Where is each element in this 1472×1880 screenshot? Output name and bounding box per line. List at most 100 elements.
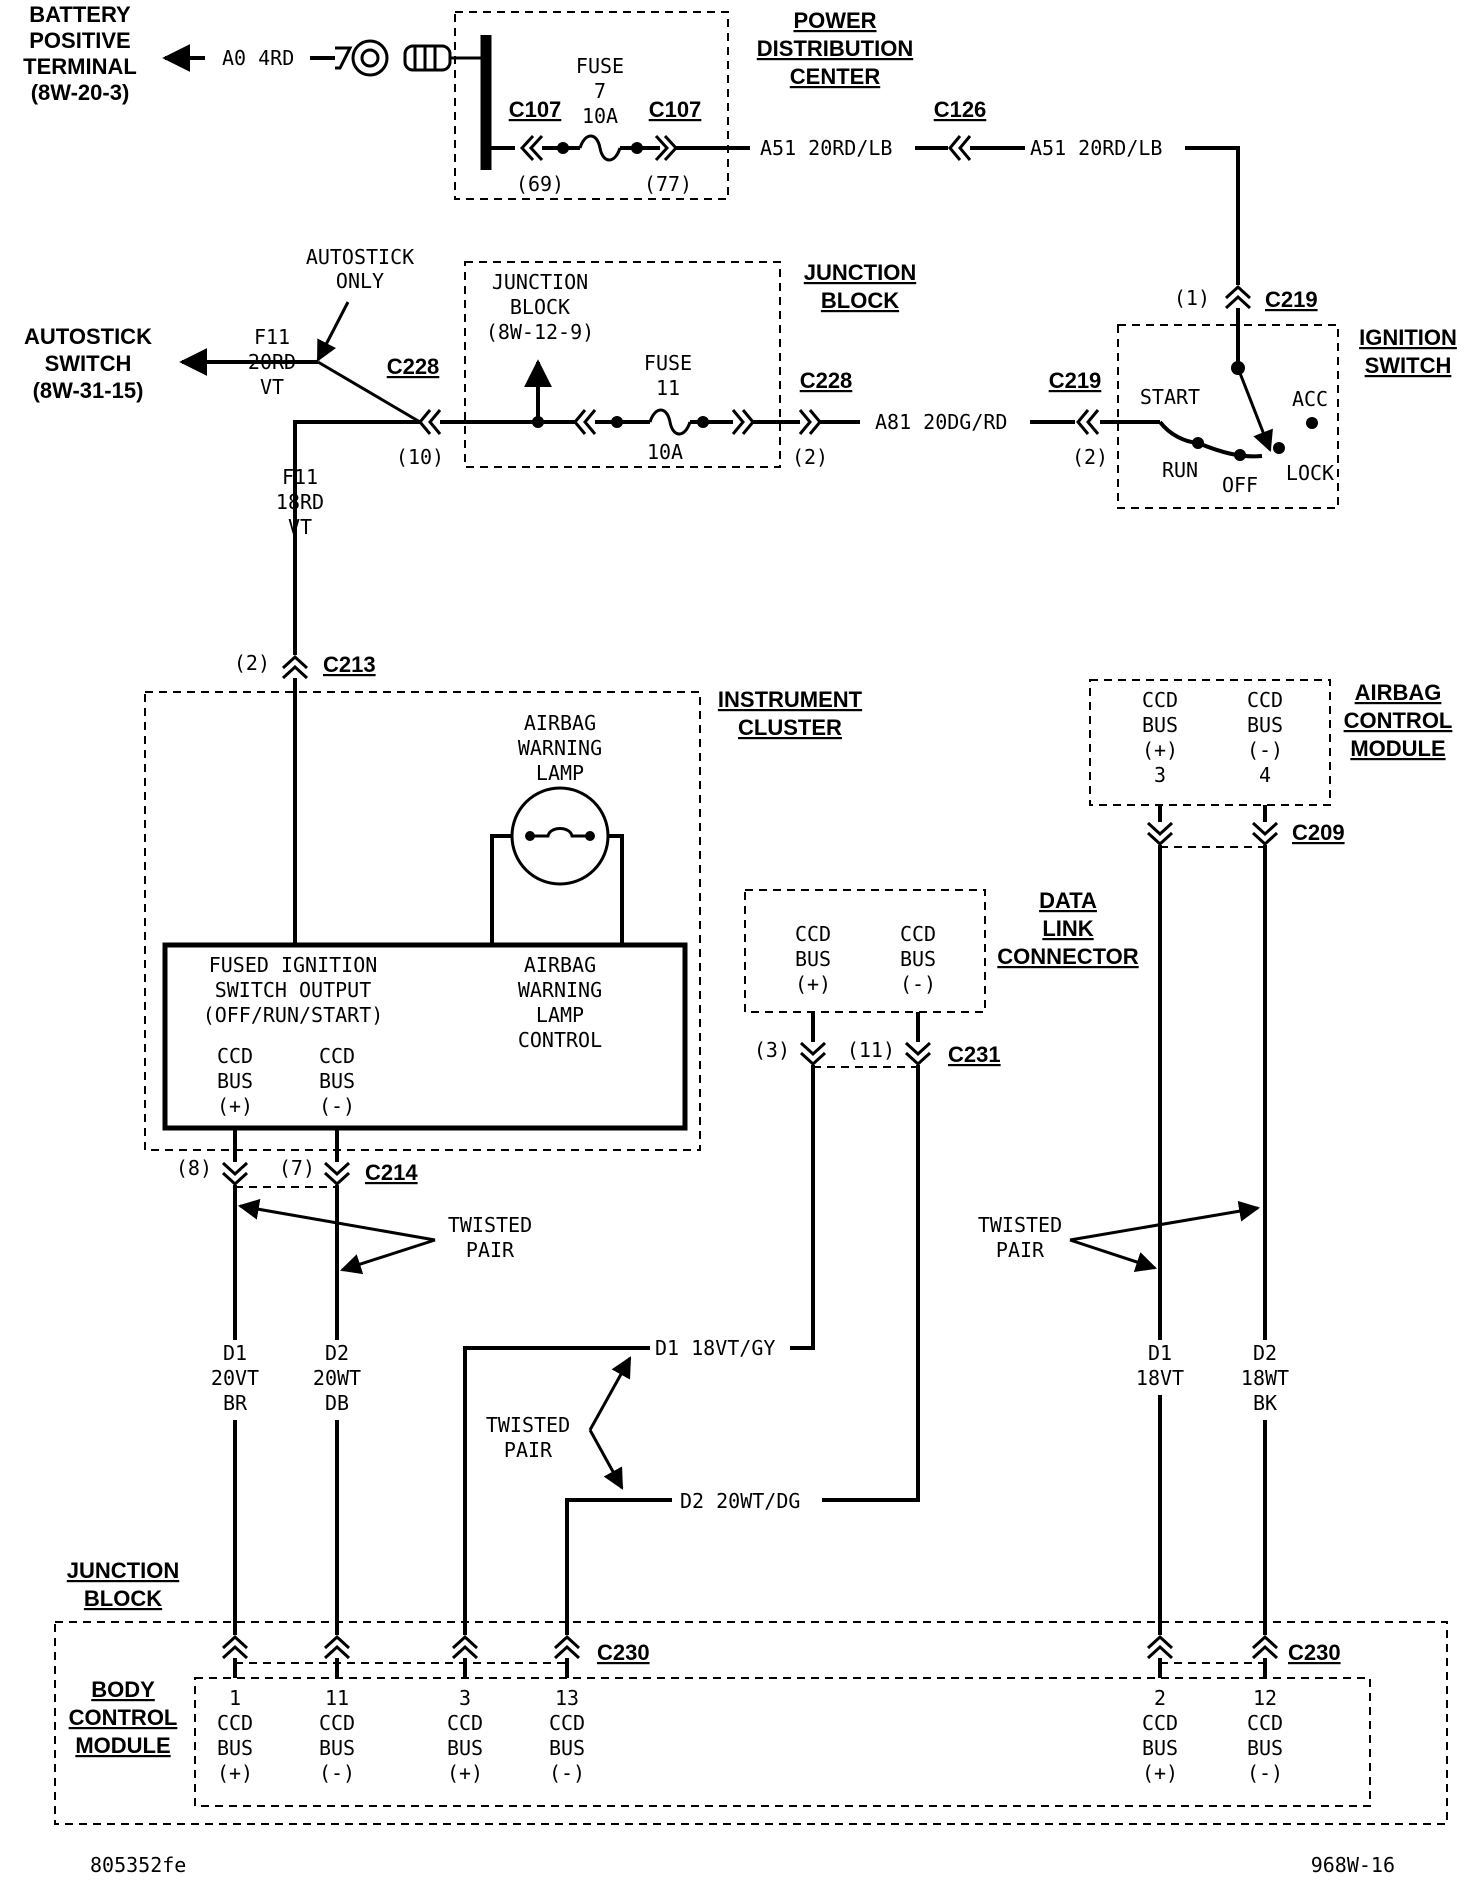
jb-top-title-2: BLOCK <box>821 288 899 313</box>
tp-mid-2: PAIR <box>504 1438 553 1462</box>
ignition-title-2: SWITCH <box>1365 353 1452 378</box>
ignition-switch: (1) C219 IGNITION SWITCH START ACC RUN O… <box>1049 284 1457 509</box>
autostick-title-1: AUTOSTICK <box>24 324 152 349</box>
pdc-pin-left: (69) <box>516 172 564 196</box>
jb-top-title-1: JUNCTION <box>804 260 916 285</box>
c230-left-label: C230 <box>597 1640 650 1665</box>
connector-c230-pin13-icon <box>553 1634 581 1678</box>
tp-right-1: TWISTED <box>978 1213 1062 1237</box>
connector-junction-left-icon <box>573 409 597 435</box>
fuse11-node-left <box>611 416 623 428</box>
instrument-cluster-boundary <box>144 691 701 1151</box>
c228-left-pin: (10) <box>396 445 444 469</box>
ring-terminal-icon <box>335 39 389 77</box>
pdc-boundary <box>454 11 729 200</box>
tp-left-2: PAIR <box>466 1238 515 1262</box>
c228-right-label: C228 <box>800 368 853 393</box>
bcm-pin-line: BUS <box>319 1736 355 1760</box>
c126-connector-group: A51 20RD/LB C126 A51 20RD/LB <box>760 97 1240 285</box>
c219-left-label: C219 <box>1049 368 1102 393</box>
f11-down-1: F11 <box>282 465 318 489</box>
c214-connector: (8) (7) C214 <box>176 1128 418 1188</box>
footer-right-code: 968W-16 <box>1311 1853 1395 1877</box>
ign-contact-run <box>1192 437 1204 449</box>
battery-title-3: TERMINAL <box>23 54 137 79</box>
bcm-pin-line: CCD <box>549 1711 585 1735</box>
autostick-branch: AUTOSTICK ONLY AUTOSTICK SWITCH (8W-31-1… <box>24 245 421 655</box>
bcm-pin-num: 13 <box>555 1686 579 1710</box>
lamp-ctrl-3: LAMP <box>536 1003 584 1027</box>
acm-title-2: CONTROL <box>1344 708 1453 733</box>
bcm-pin-1: 1 CCD BUS (+) <box>217 1686 253 1785</box>
dlc-bus-pos-3: (+) <box>795 972 831 996</box>
bcm-pin-11: 11 CCD BUS (-) <box>319 1686 355 1785</box>
ign-pos-start: START <box>1140 385 1200 409</box>
jb-bottom-title-1: JUNCTION <box>67 1558 179 1583</box>
bcm-pin-line: CCD <box>1247 1711 1283 1735</box>
d2-mid-wire <box>565 1498 672 1635</box>
jb-top-inner-1: JUNCTION <box>492 270 588 294</box>
fuse11-icon <box>648 408 692 436</box>
autostick-note-pointer <box>316 301 350 362</box>
ign-pos-run: RUN <box>1162 458 1198 482</box>
bcm-pin-12: 12 CCD BUS (-) <box>1247 1686 1283 1785</box>
bcm-pin-line: (-) <box>319 1761 355 1785</box>
connector-c214-a-icon <box>221 1161 249 1187</box>
acm-d2-label-2: 18WT <box>1241 1366 1289 1390</box>
d2-left-label-3: DB <box>325 1391 349 1415</box>
c231-pin-a: (3) <box>754 1038 790 1062</box>
cluster-bus-pos-3: (+) <box>217 1094 253 1118</box>
junction-block-top-boundary <box>464 261 781 468</box>
bcm-pin-line: BUS <box>1247 1736 1283 1760</box>
acm-title-3: MODULE <box>1350 736 1445 761</box>
cluster-bus-neg-2: BUS <box>319 1069 355 1093</box>
autostick-wire-3: VT <box>260 375 284 399</box>
jb-bottom-title-2: BLOCK <box>84 1586 162 1611</box>
d1-left-label-1: D1 <box>223 1341 247 1365</box>
ign-pos-off: OFF <box>1222 473 1258 497</box>
c219-top-label: C219 <box>1265 287 1318 312</box>
bcm-pin-line: (+) <box>447 1761 483 1785</box>
cluster-bus-pos-1: CCD <box>217 1044 253 1068</box>
twisted-pair-right: TWISTED PAIR <box>978 1200 1261 1273</box>
bcm-pin-line: (-) <box>1247 1761 1283 1785</box>
connector-c107-left-icon <box>519 134 544 162</box>
c219-left-pin: (2) <box>1072 445 1108 469</box>
tp-mid-1: TWISTED <box>486 1413 570 1437</box>
c231-label: C231 <box>948 1042 1001 1067</box>
tp-left-1: TWISTED <box>448 1213 532 1237</box>
connector-c230-pin11-icon <box>323 1634 351 1678</box>
dlc-d2-wire <box>822 1065 920 1502</box>
autostick-note-1: AUTOSTICK <box>306 245 414 269</box>
pdc-conn-left: C107 <box>509 97 562 122</box>
bcm-pin-2: 2 CCD BUS (+) <box>1142 1686 1178 1785</box>
pdc-conn-right: C107 <box>649 97 702 122</box>
connector-c209-b-icon <box>1251 821 1279 847</box>
c219-top-pin: (1) <box>1174 286 1210 310</box>
pdc-fuse-label: FUSE <box>576 54 624 78</box>
connector-c219-top-icon <box>1224 284 1252 310</box>
dlc-bus-neg-2: BUS <box>900 947 936 971</box>
acm-d1-label-2: 18VT <box>1136 1366 1184 1390</box>
dlc-title-3: CONNECTOR <box>997 944 1138 969</box>
bcm-pin-num: 2 <box>1154 1686 1166 1710</box>
dlc-d2-label: D2 20WT/DG <box>680 1489 800 1513</box>
connector-c231-b-icon <box>904 1041 932 1067</box>
acm-d1-label-1: D1 <box>1148 1341 1172 1365</box>
fuse11-node-right <box>697 416 709 428</box>
battery-wire-label: A0 4RD <box>222 46 294 70</box>
a51-wire-label-right: A51 20RD/LB <box>1030 136 1162 160</box>
c214-pin-a: (8) <box>176 1156 212 1180</box>
a51-wire-label-left: A51 20RD/LB <box>760 136 892 160</box>
cluster-title-2: CLUSTER <box>738 715 842 740</box>
connector-c126-icon <box>948 135 972 161</box>
twisted-pair-left: TWISTED PAIR <box>237 1198 532 1275</box>
a51-wire-to-ignition <box>1185 146 1240 285</box>
connector-c228-left-icon <box>418 409 442 435</box>
jb-bottom-boundary <box>54 1621 1448 1825</box>
autostick-ref: (8W-31-15) <box>33 378 144 403</box>
footer-left-code: 805352fe <box>90 1853 186 1877</box>
connector-c230-pin3-icon <box>451 1634 479 1678</box>
connector-c219-left-icon <box>1076 409 1100 435</box>
